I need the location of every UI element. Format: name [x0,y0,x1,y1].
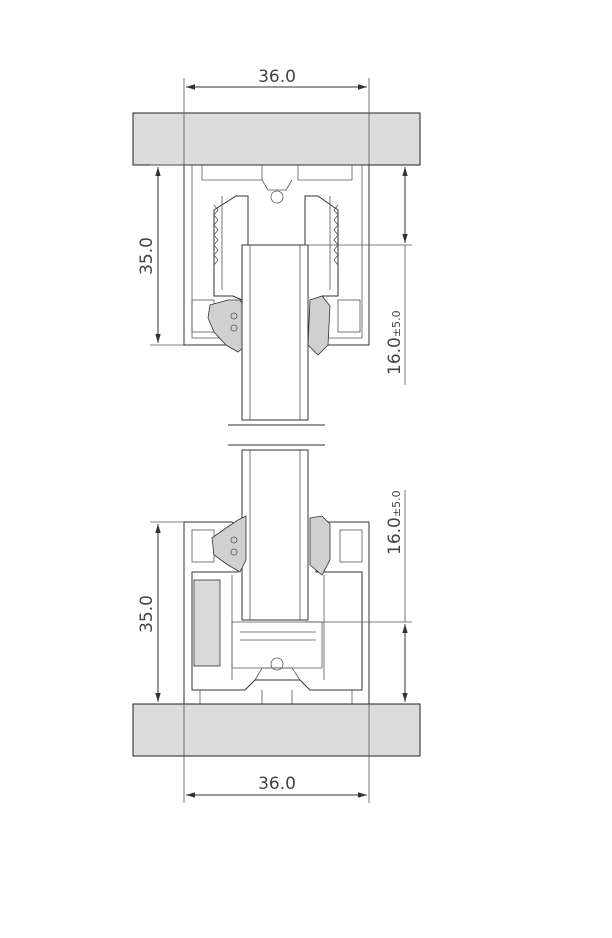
top-engagement-dimension: 16.0±5.0 [305,167,412,385]
top-width-label: 36.0 [258,67,296,87]
bottom-right-gasket [309,515,331,576]
top-height-dimension: 35.0 [137,164,184,346]
bottom-height-label: 35.0 [137,595,157,633]
bottom-width-dimension: 36.0 [183,704,370,803]
bottom-left-gasket [211,515,247,573]
bottom-height-dimension: 35.0 [137,521,184,705]
top-right-gasket [307,295,331,356]
bottom-engagement-dimension: 16.0±5.0 [305,490,412,702]
top-wall-slab [132,112,421,166]
bottom-wall-slab [132,703,421,757]
top-height-label: 35.0 [137,237,157,275]
glass-pane [228,244,325,621]
bottom-insert [193,579,221,667]
top-width-dimension: 36.0 [183,67,370,165]
bottom-width-label: 36.0 [258,774,296,794]
bottom-engagement-label: 16.0±5.0 [385,490,405,555]
top-engagement-label: 16.0±5.0 [385,310,405,375]
